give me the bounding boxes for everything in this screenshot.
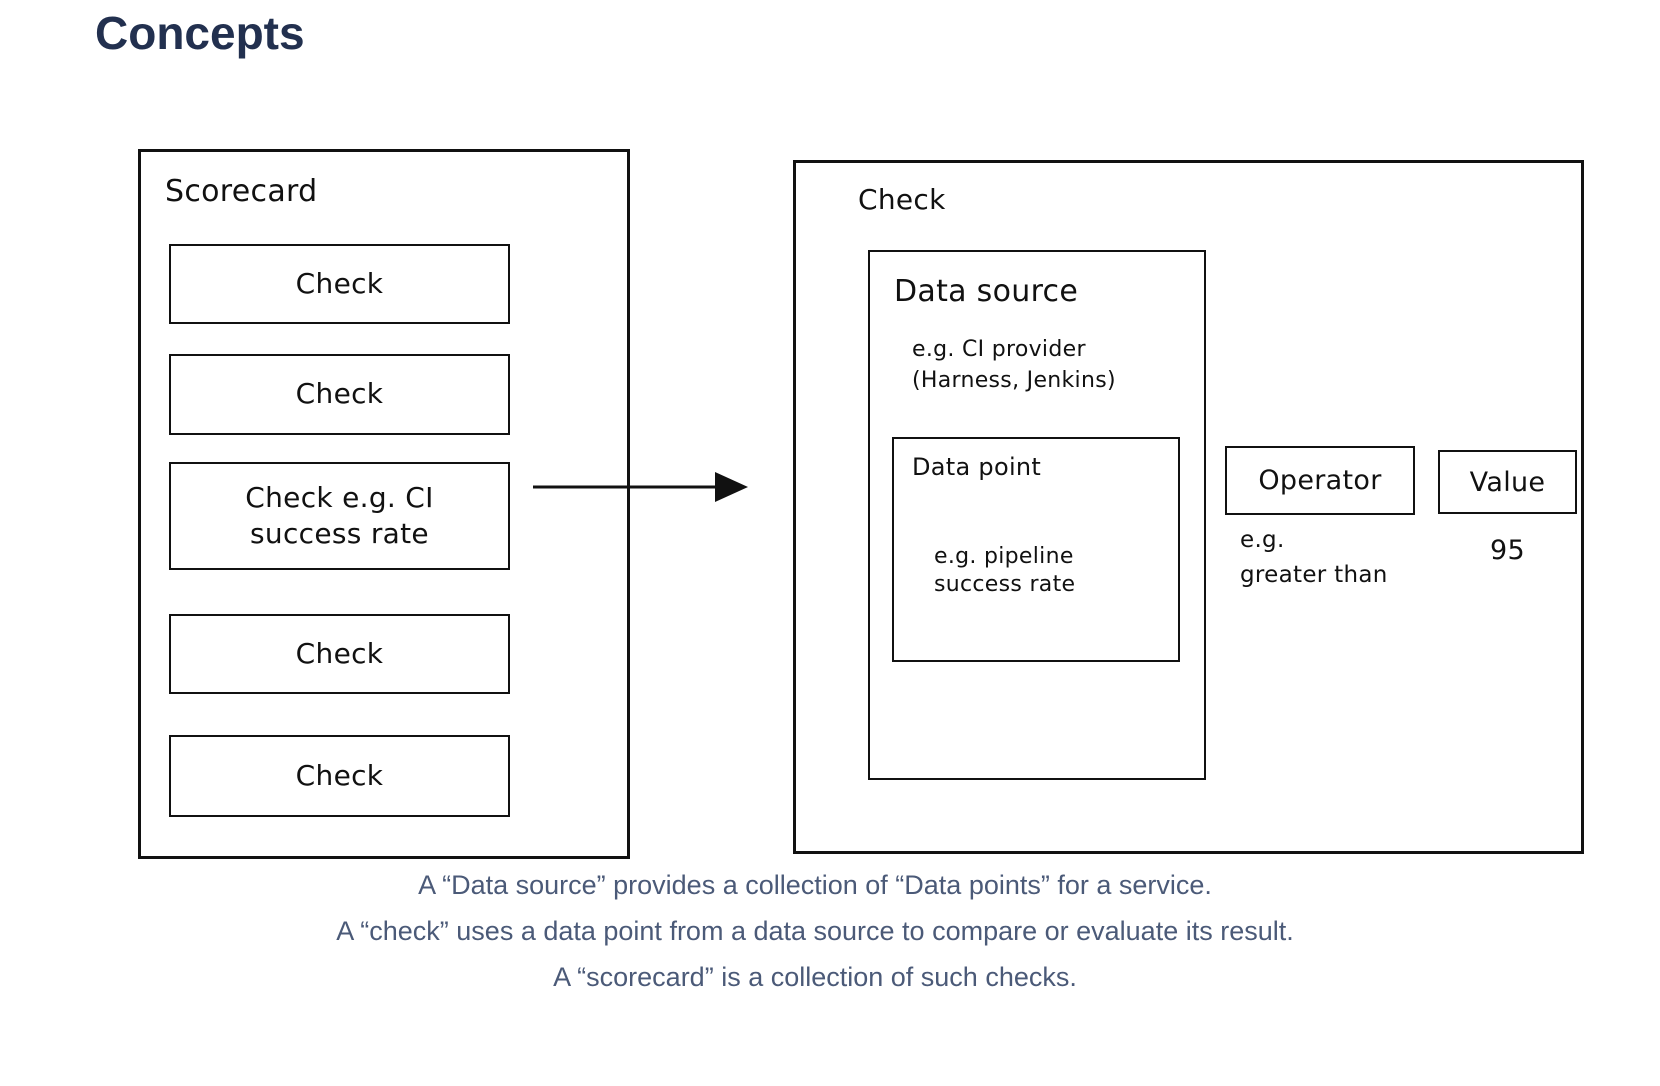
- data-source-box: Data source e.g. CI provider (Harness, J…: [868, 250, 1206, 780]
- right-arrow-connector-icon: [533, 472, 748, 502]
- caption-line-3: A “scorecard” is a collection of such ch…: [553, 962, 1077, 992]
- check-detail-box: Check Data source e.g. CI provider (Harn…: [793, 160, 1584, 854]
- scorecard-check-5: Check: [169, 735, 510, 817]
- data-source-example: e.g. CI provider (Harness, Jenkins): [912, 337, 1116, 393]
- scorecard-check-3-ci-success-rate: Check e.g. CI success rate: [169, 462, 510, 570]
- caption-line-1: A “Data source” provides a collection of…: [418, 870, 1212, 900]
- data-point-example: e.g. pipeline success rate: [934, 544, 1076, 597]
- check-detail-label: Check: [858, 183, 946, 216]
- scorecard-check-4: Check: [169, 614, 510, 694]
- scorecard-check-1: Check: [169, 244, 510, 324]
- data-point-title: Data point: [912, 453, 1042, 481]
- data-source-title: Data source: [894, 274, 1079, 309]
- value-box: Value: [1438, 450, 1577, 514]
- data-point-box: Data point e.g. pipeline success rate: [892, 437, 1180, 662]
- operator-example: e.g. greater than: [1240, 527, 1388, 588]
- caption: A “Data source” provides a collection of…: [0, 862, 1630, 1000]
- value-example: 95: [1490, 535, 1525, 566]
- scorecard-label: Scorecard: [165, 174, 318, 209]
- caption-line-2: A “check” uses a data point from a data …: [336, 916, 1294, 946]
- scorecard-box: Scorecard Check Check Check e.g. CI succ…: [138, 149, 630, 859]
- scorecard-check-2: Check: [169, 354, 510, 435]
- operator-box: Operator: [1225, 446, 1415, 515]
- page-title: Concepts: [95, 7, 305, 59]
